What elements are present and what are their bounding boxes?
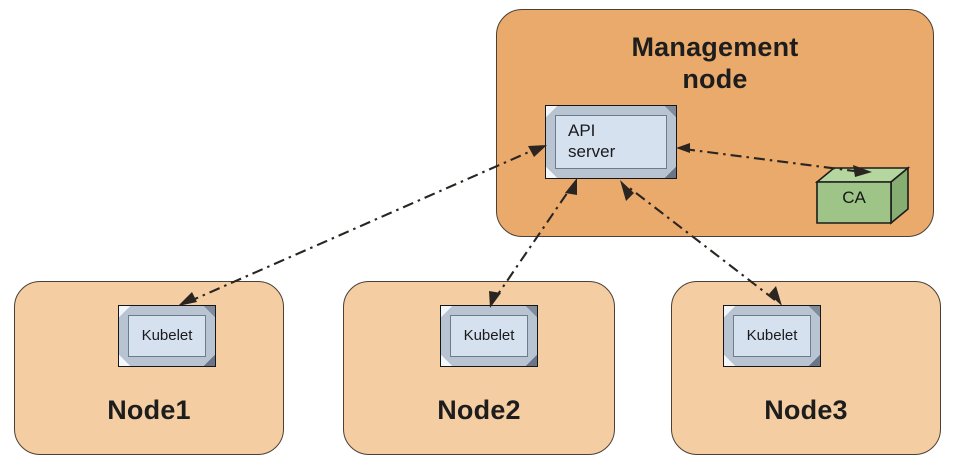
kubelet3-inner-face: [733, 315, 811, 357]
api-server-inner-face: [555, 115, 667, 169]
kubelet2-inner-face: [450, 315, 528, 357]
kubelet2-label: Kubelet: [463, 326, 515, 344]
node-container-node3[interactable]: Node3: [671, 281, 941, 455]
node1-title: Node1: [107, 395, 191, 425]
kubelet-box-node2[interactable]: Kubelet: [440, 305, 538, 367]
kubelet3-label: Kubelet: [746, 326, 798, 344]
node-container-node2[interactable]: Node2: [343, 281, 615, 455]
node3-title: Node3: [764, 395, 848, 425]
ca-block[interactable]: CA: [814, 166, 911, 225]
node2-title: Node2: [437, 395, 521, 425]
api-server-label-line2: server: [568, 142, 616, 161]
kubelet-box-node3[interactable]: Kubelet: [723, 305, 821, 367]
kubelet1-inner-face: [128, 315, 206, 357]
management-node-title-line1: Management: [631, 32, 799, 62]
kubelet1-label: Kubelet: [141, 326, 193, 344]
connector-kubelet1-api-server: [187, 147, 539, 303]
api-server-label-line1: API: [568, 121, 596, 141]
ca-label: CA: [842, 188, 866, 207]
kubelet-box-node1[interactable]: Kubelet: [118, 305, 216, 367]
management-node-title-line2: node: [682, 63, 748, 94]
